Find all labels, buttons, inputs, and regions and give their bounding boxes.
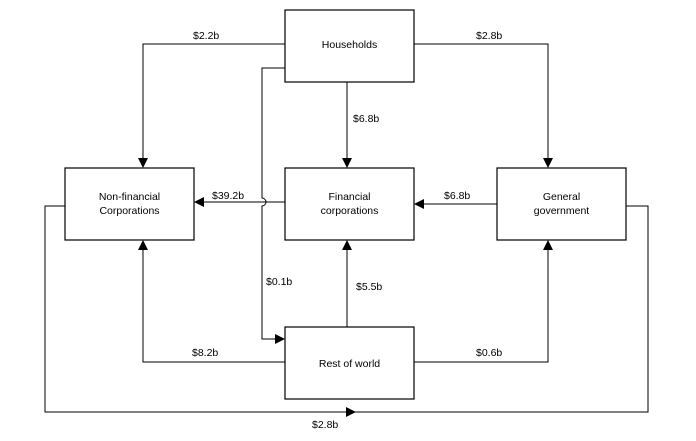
arrowhead-rest-of-world-to-financial (342, 240, 352, 250)
general-government-box (496, 167, 627, 241)
arrowhead-corporations-government-loop (346, 407, 356, 417)
label-households-to-financial: $6.8b (353, 113, 379, 125)
households-box (284, 9, 415, 83)
non-financial-corporations-label-line1: Non-financial (99, 191, 160, 203)
general-government-label-line1: General (543, 191, 580, 203)
arrowhead-households-to-general-government (543, 158, 553, 168)
label-households-to-non-financial: $2.2b (193, 30, 219, 42)
arrowhead-rest-of-world-to-non-financial (138, 240, 148, 250)
label-financial-to-non-financial: $39.2b (212, 190, 244, 202)
label-rest-of-world-to-financial: $5.5b (356, 281, 382, 293)
flow-households-to-non-financial (142, 43, 285, 160)
arrowhead-households-to-financial (342, 158, 352, 168)
label-households-to-rest-of-world: $0.1b (266, 276, 292, 288)
financial-corporations-label-line2: corporations (321, 205, 379, 217)
arrowhead-households-to-non-financial (138, 158, 148, 168)
label-corporations-government-loop: $2.8b (312, 419, 338, 431)
flow-households-to-general-government (414, 43, 549, 160)
label-rest-of-world-to-non-financial: $8.2b (192, 347, 218, 359)
arrowhead-rest-of-world-to-general-government (543, 240, 553, 250)
flow-households-to-rest-of-world (261, 67, 285, 340)
rest-of-world-label: Rest of world (319, 358, 380, 370)
non-financial-corporations-box (64, 167, 195, 241)
general-government-label-line2: government (534, 205, 590, 217)
label-general-government-to-financial: $6.8b (444, 190, 470, 202)
flow-rest-of-world-to-general-government (414, 248, 549, 363)
financial-corporations-label-line1: Financial (328, 191, 370, 203)
households-label: Households (322, 39, 377, 51)
label-rest-of-world-to-general-government: $0.6b (476, 347, 502, 359)
financial-corporations-box (284, 167, 415, 241)
label-households-to-general-government: $2.8b (476, 30, 502, 42)
arrowhead-households-to-rest-of-world (275, 334, 285, 344)
arrowhead-financial-to-non-financial (194, 197, 204, 207)
arrowhead-general-government-to-financial (414, 199, 424, 209)
non-financial-corporations-label-line2: Corporations (99, 205, 159, 217)
flow-rest-of-world-to-non-financial (142, 248, 285, 363)
rest-of-world-box (284, 326, 415, 400)
